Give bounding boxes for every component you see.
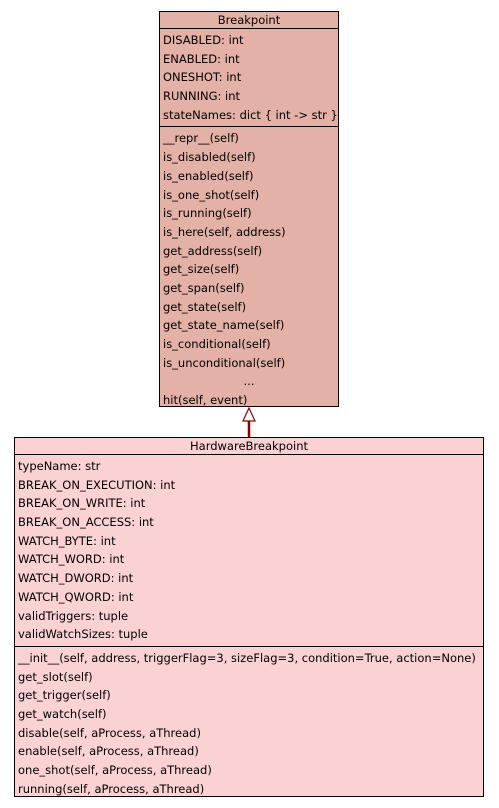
method-row: __repr__(self) [163, 131, 239, 146]
method-row: is_unconditional(self) [163, 355, 286, 370]
class-hardware-breakpoint[interactable]: HardwareBreakpoint typeName: str BREAK_O… [14, 437, 484, 797]
class-breakpoint[interactable]: Breakpoint DISABLED: int ENABLED: int ON… [159, 11, 339, 407]
attribute-row: BREAK_ON_ACCESS: int [18, 515, 154, 530]
method-row: is_here(self, address) [163, 224, 286, 239]
attribute-row: DISABLED: int [163, 33, 244, 47]
attribute-row: WATCH_BYTE: int [18, 533, 116, 548]
attribute-row: WATCH_WORD: int [18, 552, 125, 567]
attribute-row: BREAK_ON_WRITE: int [18, 496, 146, 511]
method-row: one_shot(self, aProcess, aThread) [18, 763, 212, 777]
attribute-row: validTriggers: tuple [18, 608, 129, 623]
method-row: get_size(self) [163, 262, 240, 277]
attribute-row: WATCH_QWORD: int [18, 589, 134, 604]
attribute-row: validWatchSizes: tuple [18, 627, 148, 642]
method-row: hit(self, event) [163, 393, 248, 408]
method-row: running(self, aProcess, aThread) [18, 781, 205, 796]
attribute-row: ENABLED: int [163, 51, 240, 66]
attribute-row: ONESHOT: int [163, 70, 242, 85]
method-row: __init__(self, address, triggerFlag=3, s… [18, 650, 476, 665]
method-row: enable(self, aProcess, aThread) [18, 744, 199, 759]
methods-section: __repr__(self) is_disabled(self) is_enab… [160, 126, 338, 411]
ellipsis-row: ... [243, 374, 255, 389]
method-row: is_running(self) [163, 206, 252, 221]
method-row: get_span(self) [163, 280, 245, 295]
method-row: get_address(self) [163, 243, 263, 258]
attribute-row: typeName: str [18, 459, 101, 473]
inheritance-arrowhead-icon [242, 406, 256, 422]
method-row: is_enabled(self) [163, 168, 254, 183]
attributes-section: typeName: str BREAK_ON_EXECUTION: int BR… [15, 455, 483, 646]
class-title: Breakpoint [160, 12, 338, 29]
method-row: get_state(self) [163, 299, 247, 314]
method-row: disable(self, aProcess, aThread) [18, 725, 201, 740]
class-title: HardwareBreakpoint [15, 438, 483, 455]
method-row: is_disabled(self) [163, 150, 256, 165]
method-row: is_conditional(self) [163, 337, 271, 351]
attributes-section: DISABLED: int ENABLED: int ONESHOT: int … [160, 29, 338, 126]
method-row: get_state_name(self) [163, 318, 285, 333]
methods-section: __init__(self, address, triggerFlag=3, s… [15, 645, 483, 801]
attribute-row: stateNames: dict { int -> str } [163, 107, 338, 122]
attribute-row: WATCH_DWORD: int [18, 571, 134, 586]
method-row: get_slot(self) [18, 669, 93, 684]
method-row: get_trigger(self) [18, 688, 111, 703]
method-row: is_one_shot(self) [163, 187, 260, 202]
method-row: get_watch(self) [18, 706, 107, 721]
attribute-row: BREAK_ON_EXECUTION: int [18, 477, 176, 492]
attribute-row: RUNNING: int [163, 89, 241, 104]
